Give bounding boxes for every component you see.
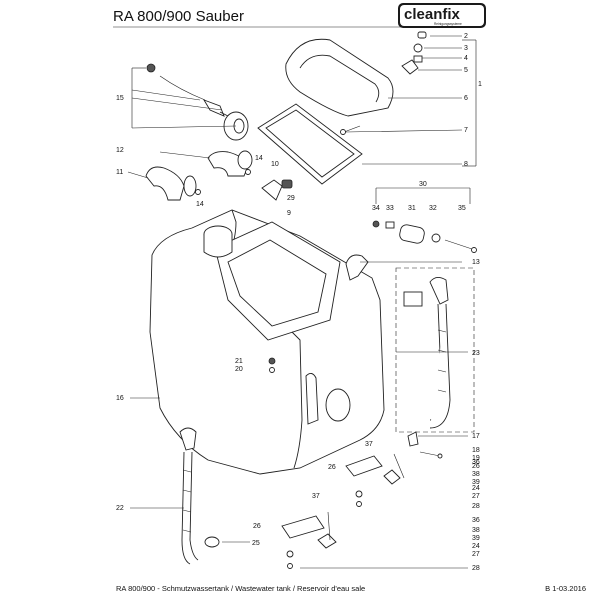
valve-rod-parts xyxy=(372,220,477,253)
svg-text:11: 11 xyxy=(116,169,123,176)
svg-text:36: 36 xyxy=(472,459,480,466)
callout-labels: 1 2 3 4 5 6 7 8 9 10 11 12 13 14 14 15 1… xyxy=(116,33,482,572)
svg-text:15: 15 xyxy=(116,95,124,102)
svg-text:8: 8 xyxy=(464,161,468,168)
svg-text:27: 27 xyxy=(472,493,480,500)
svg-text:37: 37 xyxy=(312,493,320,500)
svg-text:3: 3 xyxy=(464,45,468,52)
svg-text:28: 28 xyxy=(472,565,480,572)
svg-text:32: 32 xyxy=(429,205,437,212)
footer-caption: RA 800/900 - Schmutzwassertank / Wastewa… xyxy=(116,584,366,593)
hose-13 xyxy=(345,254,369,281)
bolt-parts xyxy=(407,431,443,459)
bracket-parts xyxy=(281,453,405,569)
svg-text:23: 23 xyxy=(472,350,480,357)
svg-text:Reinigungssysteme: Reinigungssysteme xyxy=(434,22,462,26)
svg-text:37: 37 xyxy=(365,441,373,448)
svg-text:26: 26 xyxy=(472,463,480,470)
page-title: RA 800/900 Sauber xyxy=(113,8,244,25)
screw-7 xyxy=(340,125,361,135)
svg-text:30: 30 xyxy=(419,181,427,188)
nut-parts xyxy=(268,357,276,373)
svg-text:31: 31 xyxy=(408,205,416,212)
svg-text:35: 35 xyxy=(458,205,466,212)
svg-text:28: 28 xyxy=(472,503,480,510)
svg-text:16: 16 xyxy=(116,395,124,402)
leader-lines xyxy=(127,35,471,569)
latch-parts xyxy=(401,31,427,75)
svg-text:19: 19 xyxy=(472,455,480,462)
brand-logo: cleanfix Reinigungssysteme xyxy=(398,3,486,28)
svg-text:cleanfix: cleanfix xyxy=(404,6,461,23)
svg-text:4: 4 xyxy=(464,55,468,62)
svg-text:25: 25 xyxy=(252,540,260,547)
drain-plug-assembly xyxy=(146,63,249,141)
svg-text:36: 36 xyxy=(472,517,480,524)
svg-text:27: 27 xyxy=(472,551,480,558)
svg-text:1: 1 xyxy=(478,81,482,88)
svg-text:29: 29 xyxy=(287,195,295,202)
svg-text:39: 39 xyxy=(472,535,480,542)
svg-text:18: 18 xyxy=(472,447,480,454)
svg-text:7: 7 xyxy=(464,127,468,134)
svg-text:22: 22 xyxy=(116,505,124,512)
drain-hose-22 xyxy=(179,427,220,565)
svg-text:24: 24 xyxy=(472,543,480,550)
svg-text:6: 6 xyxy=(464,95,468,102)
gasket-part xyxy=(257,103,363,185)
elbow-parts xyxy=(145,150,253,201)
svg-text:21: 21 xyxy=(235,358,243,365)
svg-text:14: 14 xyxy=(255,155,263,162)
fitting-parts xyxy=(261,179,293,201)
svg-text:5: 5 xyxy=(464,67,468,74)
svg-text:17: 17 xyxy=(472,433,480,440)
svg-text:10: 10 xyxy=(271,161,279,168)
document-code: B 1-03.2016 xyxy=(545,584,586,593)
svg-text:38: 38 xyxy=(472,471,480,478)
svg-text:39: 39 xyxy=(472,479,480,486)
svg-text:2: 2 xyxy=(464,33,468,40)
svg-text:26: 26 xyxy=(253,523,261,530)
suction-hose-23 xyxy=(403,277,451,429)
svg-text:12: 12 xyxy=(116,147,124,154)
svg-text:33: 33 xyxy=(386,205,394,212)
svg-text:24: 24 xyxy=(472,485,480,492)
svg-text:26: 26 xyxy=(328,464,336,471)
svg-text:20: 20 xyxy=(235,366,243,373)
svg-text:34: 34 xyxy=(372,205,380,212)
wastewater-tank xyxy=(149,209,385,475)
svg-text:14: 14 xyxy=(196,201,204,208)
svg-text:9: 9 xyxy=(287,210,291,217)
svg-text:13: 13 xyxy=(472,259,480,266)
svg-text:38: 38 xyxy=(472,527,480,534)
lid-part xyxy=(285,38,394,117)
